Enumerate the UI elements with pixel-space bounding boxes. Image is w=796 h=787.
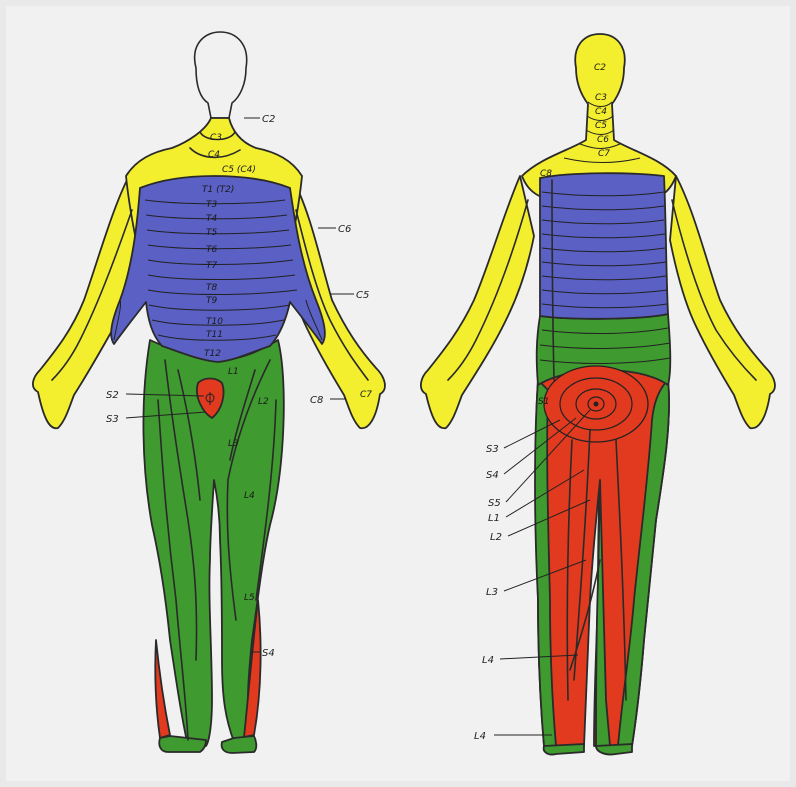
front-label-l1: L1 (228, 367, 239, 377)
back-label-l2: L2 (490, 532, 502, 543)
back-label-c6: C6 (597, 135, 609, 145)
front-label-l4: L4 (244, 491, 255, 501)
back-label-s4: S4 (486, 470, 499, 481)
front-left-foot (159, 736, 206, 752)
back-label-s5: S5 (488, 498, 501, 509)
back-label-c7: C7 (598, 149, 610, 159)
front-label-t3: T3 (206, 200, 217, 210)
front-label-t8: T8 (206, 283, 217, 293)
front-label-t9: T9 (206, 296, 217, 306)
back-label-c4: C4 (595, 107, 607, 117)
front-label-t7: T7 (206, 261, 217, 271)
front-label-c7: C7 (360, 390, 372, 400)
front-label-s2: S2 (106, 390, 119, 401)
front-label-c2: C2 (262, 114, 275, 125)
back-label-c8: C8 (540, 169, 552, 179)
front-label-c8: C8 (310, 395, 323, 406)
front-label-t6: T6 (206, 245, 217, 255)
front-label-t5: T5 (206, 228, 217, 238)
back-label-l1: L1 (488, 513, 500, 524)
front-label-l3: L3 (228, 439, 239, 449)
back-label-l4-foot: L4 (474, 731, 486, 742)
back-label-l3: L3 (486, 587, 498, 598)
back-right-foot (596, 744, 632, 755)
back-label-s3: S3 (486, 444, 499, 455)
back-label-c3: C3 (595, 93, 607, 103)
front-label-t12: T12 (204, 349, 221, 359)
paper-sheet (6, 6, 790, 781)
front-label-s3: S3 (106, 414, 119, 425)
front-label-s4: S4 (262, 648, 275, 659)
front-label-t11: T11 (206, 330, 223, 340)
front-label-l2: L2 (258, 397, 269, 407)
front-label-t1-t2: T1 (T2) (202, 185, 234, 195)
front-label-l5: L5 (244, 593, 255, 603)
back-label-l4: L4 (482, 655, 494, 666)
front-label-c3: C3 (210, 133, 222, 143)
front-label-c4: C4 (208, 150, 220, 160)
back-label-c2: C2 (594, 63, 606, 73)
front-label-c5: C5 (356, 290, 369, 301)
front-label-t4: T4 (206, 214, 217, 224)
back-label-c5: C5 (595, 121, 607, 131)
back-torso-thoracic (540, 173, 668, 319)
front-label-c6: C6 (338, 224, 351, 235)
back-label-s1: S1 (538, 397, 549, 407)
front-label-t10: T10 (206, 317, 223, 327)
back-left-foot (544, 744, 584, 755)
front-label-c5-c4: C5 (C4) (222, 165, 256, 175)
